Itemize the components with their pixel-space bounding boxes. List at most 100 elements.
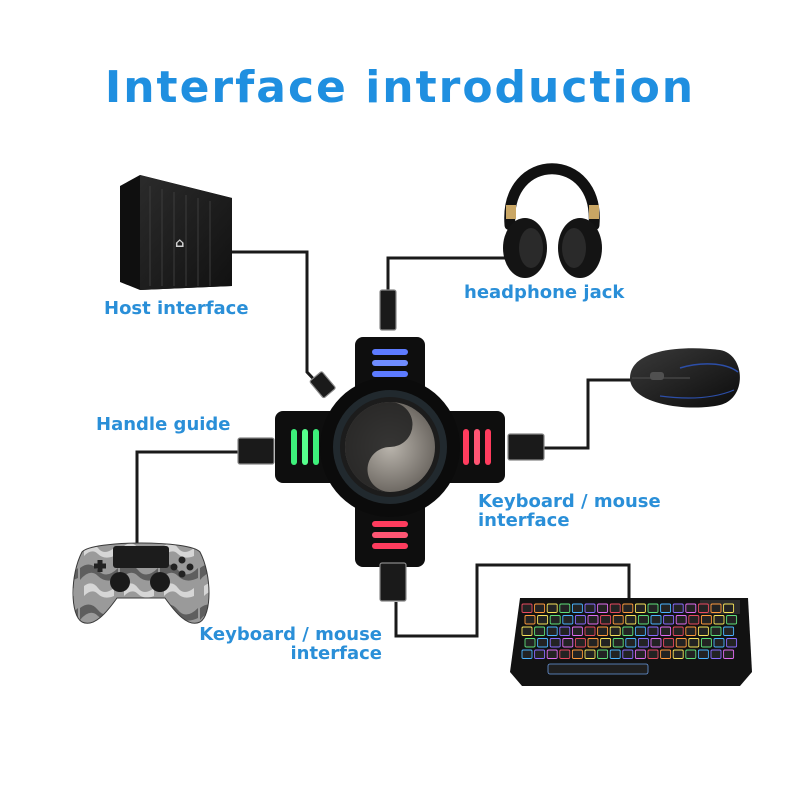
keyboard-key (700, 638, 712, 648)
keyboard-mouse-bottom-label: Keyboard / mouse interface (182, 625, 382, 663)
keyboard-key (723, 626, 735, 636)
keyboard-key (534, 649, 546, 659)
keyboard-key (637, 638, 649, 648)
keyboard-key (647, 603, 659, 613)
keyboard-key (597, 603, 609, 613)
keyboard-key (546, 626, 558, 636)
host-cable (225, 250, 324, 390)
keyboard-key (587, 615, 599, 625)
svg-text:⌂: ⌂ (175, 236, 184, 251)
keyboard-key (521, 649, 533, 659)
plugs (237, 289, 545, 602)
keyboard-plug (379, 562, 407, 602)
keyboard-key (597, 626, 609, 636)
keyboard-key (710, 603, 722, 613)
keyboard-icon (510, 598, 752, 686)
keyboard-key (571, 626, 583, 636)
controller-icon (72, 542, 210, 624)
keyboard-key (537, 615, 549, 625)
keyboard-key (609, 603, 621, 613)
keyboard-key (660, 649, 672, 659)
keyboard-key (663, 615, 675, 625)
keyboard-key (562, 638, 574, 648)
keyboard-cable (394, 563, 631, 638)
keyboard-key (571, 649, 583, 659)
keyboard-key (723, 649, 735, 659)
keyboard-key (710, 626, 722, 636)
keyboard-key (634, 649, 646, 659)
keyboard-key (622, 626, 634, 636)
keyboard-key (524, 638, 536, 648)
keyboard-key (584, 626, 596, 636)
keyboard-key (726, 615, 738, 625)
mouse-icon (630, 348, 740, 408)
keyboard-key (685, 649, 697, 659)
console-icon: ⌂ (120, 175, 232, 290)
headphone-plug (379, 289, 397, 331)
headphone-cable (386, 256, 519, 290)
host-plug (309, 371, 336, 399)
keyboard-key (622, 649, 634, 659)
keyboard-mouse-right-line2: interface (478, 510, 570, 531)
keyboard-key (647, 649, 659, 659)
led-top (372, 349, 408, 377)
led-right (463, 429, 491, 465)
keyboard-key (672, 626, 684, 636)
keyboard-key (600, 615, 612, 625)
keyboard-mouse-bottom-line2: interface (290, 643, 382, 664)
keyboard-key (647, 626, 659, 636)
keyboard-key (713, 615, 725, 625)
keyboard-key (685, 603, 697, 613)
mouse-plug (507, 433, 545, 461)
headphone-jack-label: headphone jack (464, 282, 625, 303)
keyboard-key (584, 649, 596, 659)
keyboard-key (650, 615, 662, 625)
keyboard-mouse-bottom-line1: Keyboard / mouse (199, 624, 382, 645)
keyboard-key (634, 603, 646, 613)
keyboard-key (697, 649, 709, 659)
keyboard-key (675, 615, 687, 625)
keyboard-key (559, 603, 571, 613)
keyboard-key (549, 638, 561, 648)
page-title: Interface introduction (104, 62, 696, 113)
keyboard-key (559, 626, 571, 636)
keyboard-key (587, 638, 599, 648)
keyboard-key (562, 615, 574, 625)
keyboard-key (625, 615, 637, 625)
handle-guide-label: Handle guide (96, 414, 231, 435)
keyboard-key (622, 603, 634, 613)
keyboard-key (660, 603, 672, 613)
controller-cable (135, 450, 238, 552)
keyboard-key (609, 626, 621, 636)
keyboard-key (713, 638, 725, 648)
keyboard-key (637, 615, 649, 625)
keyboard-key (688, 615, 700, 625)
keyboard-key (650, 638, 662, 648)
keyboard-key (537, 638, 549, 648)
keyboard-mouse-right-label: Keyboard / mouse interface (478, 492, 661, 530)
keyboard-key (672, 649, 684, 659)
keyboard-key (710, 649, 722, 659)
keyboard-key (700, 615, 712, 625)
keyboard-key (612, 638, 624, 648)
keyboard-key (521, 626, 533, 636)
keyboard-key (597, 649, 609, 659)
keyboard-key (634, 626, 646, 636)
keyboard-key (600, 638, 612, 648)
keyboard-key (660, 626, 672, 636)
keyboard-key (584, 603, 596, 613)
keyboard-key (697, 626, 709, 636)
host-interface-label: Host interface (104, 298, 249, 319)
keyboard-mouse-right-line1: Keyboard / mouse (478, 491, 661, 512)
led-left (291, 429, 319, 465)
keyboard-key (534, 603, 546, 613)
keyboard-key (559, 649, 571, 659)
keyboard-key (574, 638, 586, 648)
headphones-icon (503, 163, 602, 278)
keyboard-key (663, 638, 675, 648)
keyboard-key (524, 615, 536, 625)
keyboard-key (612, 615, 624, 625)
keyboard-key (675, 638, 687, 648)
mouse-cable (540, 378, 637, 450)
